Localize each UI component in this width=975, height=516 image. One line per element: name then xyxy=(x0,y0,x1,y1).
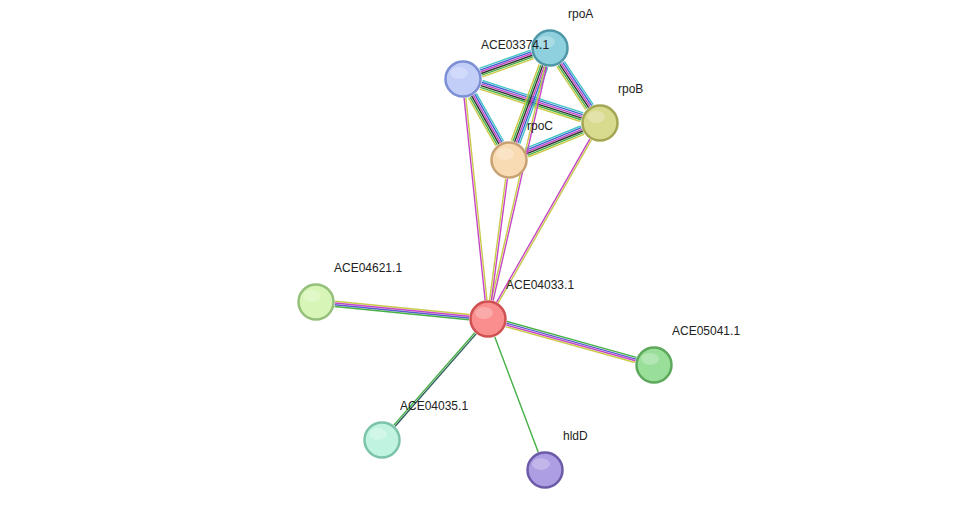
protein-node: ACE05041.1 xyxy=(635,346,673,384)
protein-node: rpoB xyxy=(581,104,619,142)
node-circle xyxy=(297,283,335,321)
interaction-edge xyxy=(479,50,533,77)
protein-node: ACE03374.1 xyxy=(444,60,482,98)
node-circle xyxy=(581,104,619,142)
node-circle xyxy=(526,451,564,489)
interaction-edge xyxy=(468,93,503,145)
node-label: ACE04033.1 xyxy=(506,278,574,292)
interaction-edge xyxy=(495,337,539,452)
node-circle xyxy=(444,60,482,98)
interaction-edge xyxy=(464,98,487,300)
node-label: hldD xyxy=(563,429,588,443)
interaction-edge xyxy=(557,61,593,109)
node-label: ACE04621.1 xyxy=(334,261,402,275)
protein-node: ACE04035.1 xyxy=(363,421,401,459)
interaction-edge xyxy=(490,179,508,301)
node-label: ACE05041.1 xyxy=(672,324,740,338)
node-circle xyxy=(490,141,528,179)
interaction-edge xyxy=(506,321,637,362)
node-label: rpoB xyxy=(618,82,643,96)
node-circle xyxy=(469,300,507,338)
node-label: ACE03374.1 xyxy=(481,38,549,52)
node-label: rpoA xyxy=(568,7,593,21)
protein-node: rpoC xyxy=(490,141,528,179)
protein-node: ACE04033.1 xyxy=(469,300,507,338)
node-circle xyxy=(363,421,401,459)
protein-node: hldD xyxy=(526,451,564,489)
interaction-edge xyxy=(394,333,476,427)
interaction-edge xyxy=(335,301,470,320)
node-label: rpoC xyxy=(527,119,553,133)
node-circle xyxy=(635,346,673,384)
node-label: ACE04035.1 xyxy=(400,399,468,413)
protein-node: ACE04621.1 xyxy=(297,283,335,321)
